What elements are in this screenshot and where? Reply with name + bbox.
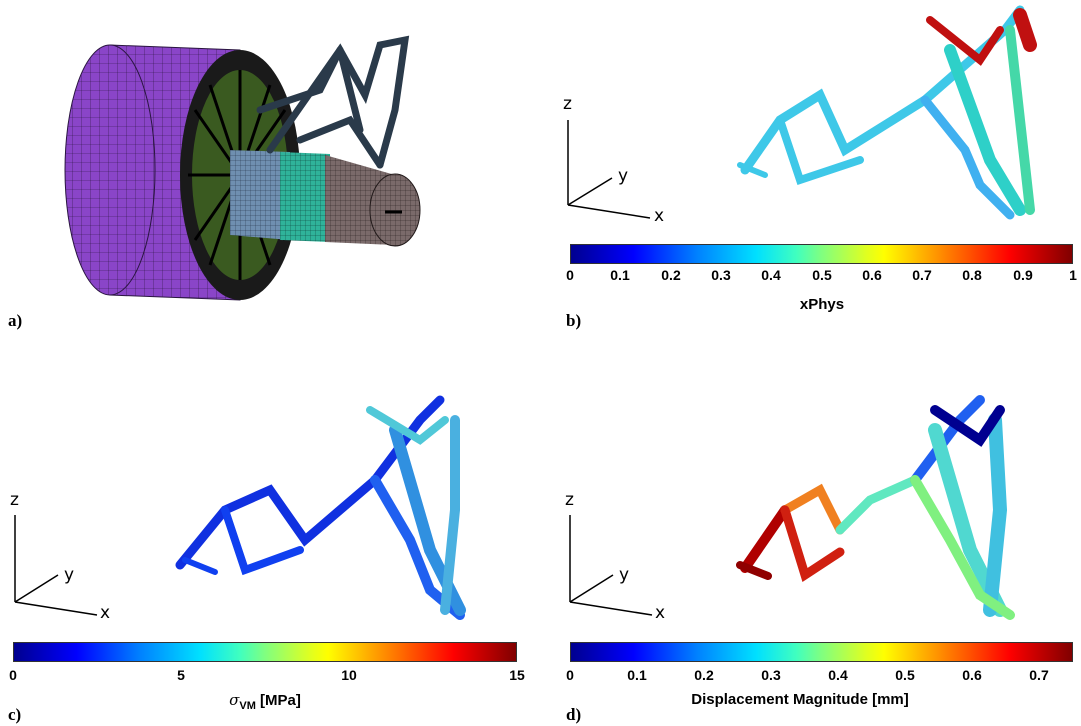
tick-label: 0.9 [1013, 267, 1033, 283]
xphys-structure-plot [567, 5, 1037, 220]
tick-label: 0.1 [610, 267, 630, 283]
tick-label: 0.2 [661, 267, 681, 283]
y-axis-label: y [619, 565, 630, 585]
panel-label-d: d) [566, 705, 582, 724]
z-axis-label: z [565, 490, 574, 510]
colorbar-title: σVM [MPa] [229, 691, 301, 712]
tick-label: 0.4 [828, 667, 848, 683]
displacement-plot [569, 395, 1015, 620]
panel-label-b: b) [566, 311, 582, 330]
vm-subscript: VM [239, 700, 256, 712]
panel-d: z y x 0 0.1 0.2 0.3 0.4 0.5 0.6 0.7 Disp… [540, 380, 1081, 726]
tick-label: 0 [566, 267, 574, 283]
panel-label-c: c) [8, 705, 22, 724]
panel-a: a) [0, 0, 540, 330]
colorbar-title: Displacement Magnitude [mm] [691, 691, 909, 708]
tick-label: 0.6 [962, 667, 982, 683]
tick-label: 0.8 [962, 267, 982, 283]
tick-label: 0.5 [895, 667, 915, 683]
panel-c: z y x 0 5 10 15 σVM [MPa] c) [0, 380, 540, 726]
tick-label: 15 [509, 667, 525, 683]
tick-label: 0 [566, 667, 574, 683]
tick-label: 0 [9, 667, 17, 683]
von-mises-stress-plot [14, 395, 466, 620]
tick-label: 0.1 [627, 667, 647, 683]
tick-label: 0.7 [1029, 667, 1049, 683]
colorbar-title: xPhys [799, 296, 845, 313]
x-axis-label: x [655, 603, 666, 623]
tick-label: 0.2 [694, 667, 714, 683]
tick-label: 0.3 [711, 267, 731, 283]
panel-label-a: a) [8, 311, 23, 330]
tick-label: 1 [1069, 267, 1077, 283]
y-axis-label: y [64, 565, 75, 585]
colorbar-displacement [570, 642, 1073, 662]
tick-label: 5 [177, 667, 185, 683]
x-axis-label: x [654, 206, 665, 226]
tick-label: 0.6 [862, 267, 882, 283]
fe-model-illustration [64, 35, 421, 301]
tick-label: 10 [341, 667, 357, 683]
tick-label: 0.4 [761, 267, 781, 283]
tick-label: 0.5 [812, 267, 832, 283]
tick-label: 0.7 [912, 267, 932, 283]
sigma-symbol: σ [229, 691, 240, 709]
colorbar-xphys [570, 244, 1073, 264]
x-axis-label: x [100, 603, 111, 623]
tick-label: 0.3 [761, 667, 781, 683]
panel-b: z y x 0 0.1 0.2 0.3 0.4 0.5 0.6 0.7 0.8 … [540, 0, 1081, 330]
y-axis-label: y [618, 166, 629, 186]
z-axis-label: z [563, 94, 572, 114]
colorbar-stress [13, 642, 517, 662]
z-axis-label: z [10, 490, 19, 510]
unit-text: [MPa] [255, 692, 301, 709]
